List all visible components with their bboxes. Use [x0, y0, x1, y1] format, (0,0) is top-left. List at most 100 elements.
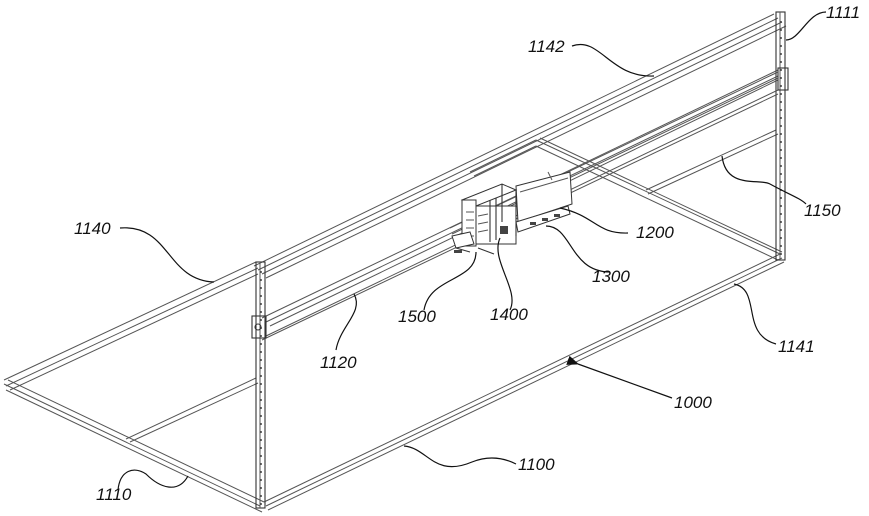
post-hole: [260, 431, 262, 433]
post-hole: [780, 141, 782, 143]
leader-1400: [497, 237, 513, 311]
post-hole: [260, 271, 262, 273]
post-hole: [260, 367, 262, 369]
post-hole: [260, 303, 262, 305]
carriage-assembly: [451, 171, 573, 255]
post-hole: [780, 173, 782, 175]
label-1500: 1500: [398, 307, 436, 326]
post-hole: [260, 471, 262, 473]
leader-1500: [423, 251, 477, 311]
post-hole: [780, 245, 782, 247]
post-hole: [780, 21, 782, 23]
post-hole: [780, 29, 782, 31]
leader-1141: [733, 283, 777, 345]
post-hole: [260, 447, 262, 449]
leader-1000: [566, 355, 673, 399]
post-hole: [780, 221, 782, 223]
leader-1140: [119, 227, 215, 283]
post-hole: [260, 319, 262, 321]
post-hole: [260, 311, 262, 313]
post-hole: [780, 77, 782, 79]
label-1120: 1120: [320, 353, 357, 372]
post-hole: [260, 391, 262, 393]
post-hole: [260, 335, 262, 337]
post-hole: [780, 229, 782, 231]
label-1000: 1000: [674, 393, 712, 412]
post-hole: [780, 237, 782, 239]
post-hole: [260, 343, 262, 345]
post-hole: [780, 37, 782, 39]
back-rail: [469, 139, 537, 177]
post-hole: [260, 415, 262, 417]
leader-1200: [559, 207, 629, 234]
cross-brace-left: [125, 377, 259, 443]
post-hole: [260, 399, 262, 401]
post-hole: [260, 375, 262, 377]
label-1140: 1140: [74, 219, 111, 238]
post-hole: [780, 213, 782, 215]
cross-brace-1150: [645, 129, 779, 195]
post-hole: [260, 279, 262, 281]
post-hole: [260, 351, 262, 353]
post-hole: [780, 93, 782, 95]
top-rail-1142: [253, 13, 787, 279]
post-hole: [780, 45, 782, 47]
post-hole: [780, 101, 782, 103]
label-1142: 1142: [528, 37, 565, 56]
label-1150: 1150: [804, 201, 841, 220]
lower-side-rail: [535, 137, 783, 261]
leader-lines: [117, 11, 827, 491]
post-hole: [780, 253, 782, 255]
left-post: [255, 261, 266, 509]
post-hole: [780, 53, 782, 55]
cage-1400: [460, 183, 518, 247]
base-frame: [3, 11, 789, 513]
label-1100: 1100: [518, 455, 555, 474]
post-hole: [780, 117, 782, 119]
right-rail-clamp: [777, 67, 789, 91]
post-hole: [780, 181, 782, 183]
side-rail-1140: [3, 261, 259, 391]
leader-1120: [335, 293, 357, 351]
post-hole: [780, 149, 782, 151]
post-hole: [260, 295, 262, 297]
post-hole: [260, 495, 262, 497]
leader-1142: [571, 43, 655, 77]
right-post-1111: [775, 11, 786, 261]
leader-1100: [403, 445, 517, 468]
post-hole: [780, 61, 782, 63]
leader-1300: [545, 225, 611, 273]
leader-1110: [117, 469, 189, 491]
label-1110: 1110: [96, 485, 132, 504]
clamp-1500: [451, 231, 495, 255]
post-hole: [780, 69, 782, 71]
tray-1200: [515, 171, 573, 223]
post-hole: [260, 423, 262, 425]
post-hole: [780, 205, 782, 207]
post-hole: [780, 133, 782, 135]
label-1300: 1300: [592, 267, 630, 286]
left-rail-clamp: [251, 315, 267, 339]
label-1400: 1400: [490, 305, 528, 324]
label-1111: 1111: [826, 3, 860, 22]
bottom-rail-1100: [263, 253, 785, 511]
post-hole: [260, 407, 262, 409]
post-hole: [780, 197, 782, 199]
post-hole: [780, 157, 782, 159]
post-hole: [260, 463, 262, 465]
bottom-rail-1110: [3, 379, 265, 513]
leader-1111: [785, 11, 827, 41]
post-hole: [780, 109, 782, 111]
post-hole: [260, 383, 262, 385]
post-hole: [260, 487, 262, 489]
post-hole: [260, 359, 262, 361]
post-hole: [780, 165, 782, 167]
post-hole: [260, 479, 262, 481]
post-hole: [260, 503, 262, 505]
post-hole: [780, 85, 782, 87]
reference-labels: 1111 1142 1150 1140 1200 1300 1500 1400 …: [74, 3, 860, 504]
post-hole: [260, 455, 262, 457]
leader-1150: [721, 155, 807, 205]
label-1200: 1200: [636, 223, 674, 242]
